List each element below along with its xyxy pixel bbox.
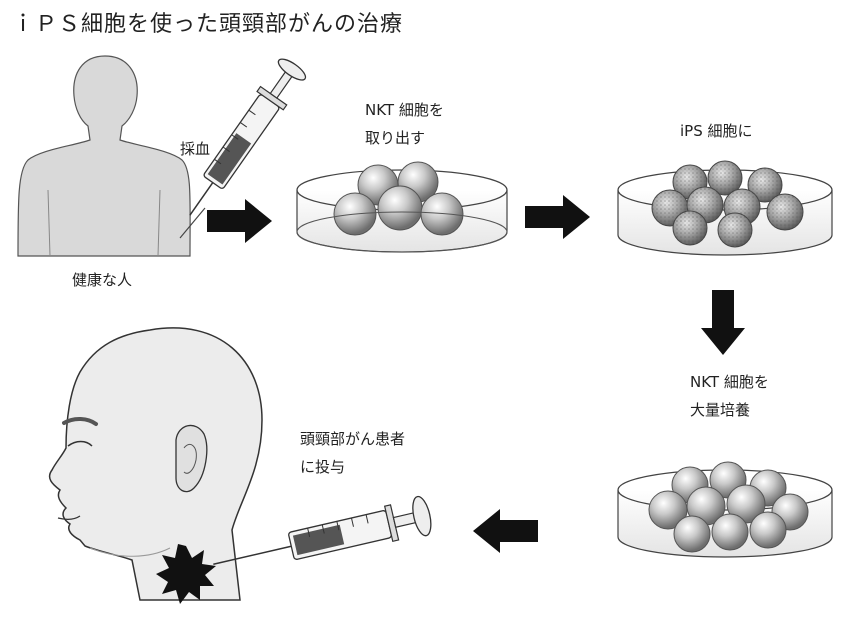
label-blood-draw: 採血 xyxy=(180,140,211,158)
petri-dish-ips xyxy=(617,160,833,256)
arrow-right-icon xyxy=(525,195,590,239)
label-extract-nkt-line1: NKT 細胞を xyxy=(365,101,444,119)
label-mass-culture-line1: NKT 細胞を xyxy=(690,373,769,391)
syringe-icon xyxy=(213,495,432,565)
label-extract-nkt-line2: 取り出す xyxy=(365,129,426,147)
petri-dish-nkt xyxy=(296,161,508,253)
page-title: ｉＰＳ細胞を使った頭頸部がんの治療 xyxy=(12,12,404,37)
label-mass-culture: NKT 細胞を 大量培養 xyxy=(690,368,769,424)
label-mass-culture-line2: 大量培養 xyxy=(690,401,751,419)
label-administer: 頭頸部がん患者 に投与 xyxy=(300,425,405,481)
person-silhouette xyxy=(17,55,191,257)
label-to-ips: iPS 細胞に xyxy=(680,122,753,140)
arrow-left-icon xyxy=(473,509,538,553)
syringe-icon xyxy=(189,58,307,216)
label-extract-nkt: NKT 細胞を 取り出す xyxy=(365,96,444,152)
petri-dish-cultured xyxy=(617,461,833,558)
tumor-burst-icon xyxy=(156,544,216,604)
arrow-right-icon xyxy=(207,199,272,243)
label-healthy-person: 健康な人 xyxy=(72,271,133,289)
arrow-down-icon xyxy=(701,290,745,355)
label-administer-line1: 頭頸部がん患者 xyxy=(300,430,406,448)
patient-head xyxy=(48,327,263,601)
label-administer-line2: に投与 xyxy=(300,458,346,476)
